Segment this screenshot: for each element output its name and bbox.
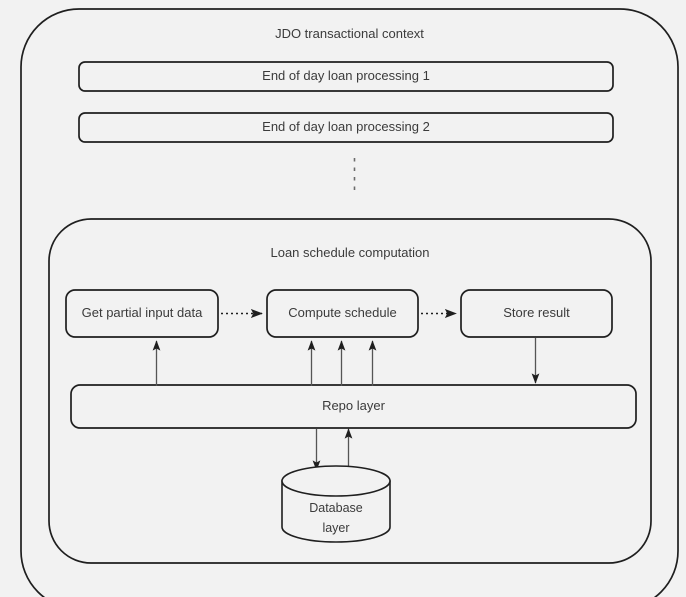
database-cylinder-top: [281, 465, 391, 497]
database-layer-label[interactable]: Database layer: [309, 501, 363, 535]
outer-container-title: JDO transactional context: [275, 26, 424, 41]
process-step-2-label[interactable]: Compute schedule: [288, 305, 397, 320]
repo-layer-label[interactable]: Repo layer: [322, 398, 385, 413]
process-step-1-label[interactable]: Get partial input data: [81, 305, 203, 320]
batch-job-box-2-label[interactable]: End of day loan processing 2: [262, 119, 430, 134]
batch-job-box-1-label[interactable]: End of day loan processing 1: [262, 68, 430, 83]
process-step-3-label[interactable]: Store result: [503, 305, 570, 320]
inner-container-title: Loan schedule computation: [270, 245, 430, 260]
